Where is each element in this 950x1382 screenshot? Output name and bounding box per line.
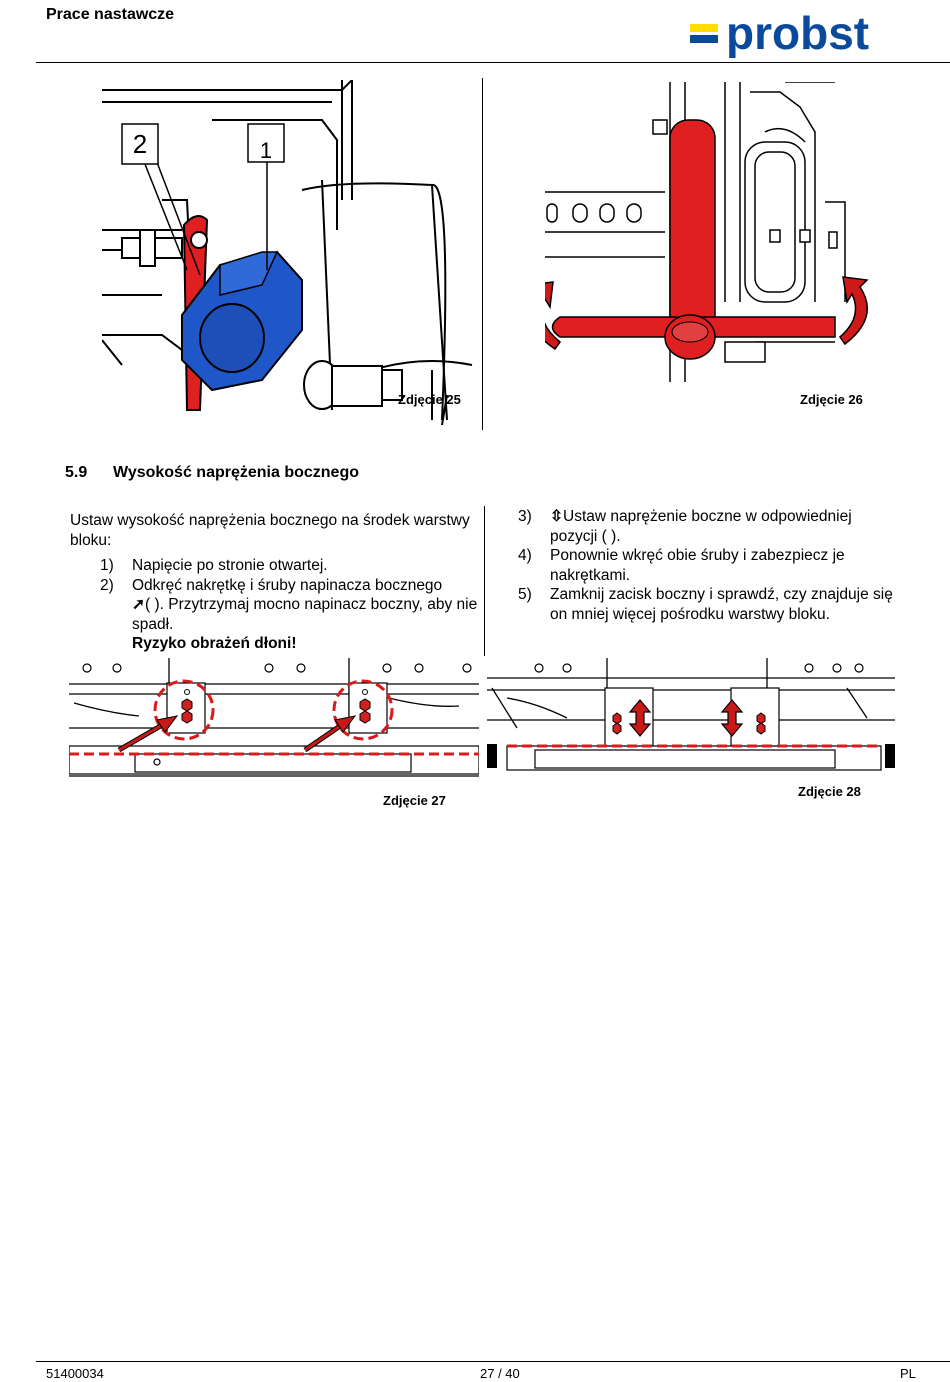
figure-26 [545,82,870,382]
figure-25: 2 1 [102,80,482,430]
probst-logo: probst [688,8,920,58]
figure-28 [487,658,895,774]
page-header-title: Prace nastawcze [46,6,175,23]
fig25-label-2: 2 [133,129,147,159]
section-title: Wysokość naprężenia bocznego [113,464,359,481]
list-item: 1) Napięcie po stronie otwartej. [100,557,328,574]
left-column: Ustaw wysokość naprężenia bocznego na śr… [70,511,478,654]
figure-27-caption: Zdjęcie 27 [383,793,446,808]
figure-27 [69,658,479,780]
section-heading: 5.9 Wysokość naprężenia bocznego [65,464,359,482]
list-item: 2) Odkręć nakrętkę i śruby napinacza boc… [100,576,478,653]
right-column: 3) ⇳Ustaw naprężenie boczne w odpowiedni… [518,507,898,624]
arrow-icon: ➚ [132,596,145,613]
list-item: 5) Zamknij zacisk boczny i sprawdź, czy … [518,586,893,623]
section-number: 5.9 [65,464,88,481]
header-rule [36,62,950,63]
footer-doc-number: 51400034 [46,1366,104,1381]
footer-language: PL [900,1366,916,1381]
figure-26-caption: Zdjęcie 26 [800,392,863,407]
list-item: 3) ⇳Ustaw naprężenie boczne w odpowiedni… [518,508,852,545]
svg-text:probst: probst [726,8,869,58]
fig25-label-1: 1 [260,138,272,163]
figure-divider [482,78,483,430]
list-item: 4) Ponownie wkręć obie śruby i zabezpiec… [518,547,845,584]
footer-rule [36,1361,950,1362]
warning-text: Ryzyko obrażeń dłoni! [132,635,297,652]
intro-text: Ustaw wysokość naprężenia bocznego na śr… [70,512,470,549]
column-divider [484,506,485,656]
figure-28-caption: Zdjęcie 28 [798,784,861,799]
height-adjust-icon: ⇳ [550,508,563,525]
footer-page-number: 27 / 40 [480,1366,520,1381]
figure-25-caption: Zdjęcie 25 [398,392,461,407]
